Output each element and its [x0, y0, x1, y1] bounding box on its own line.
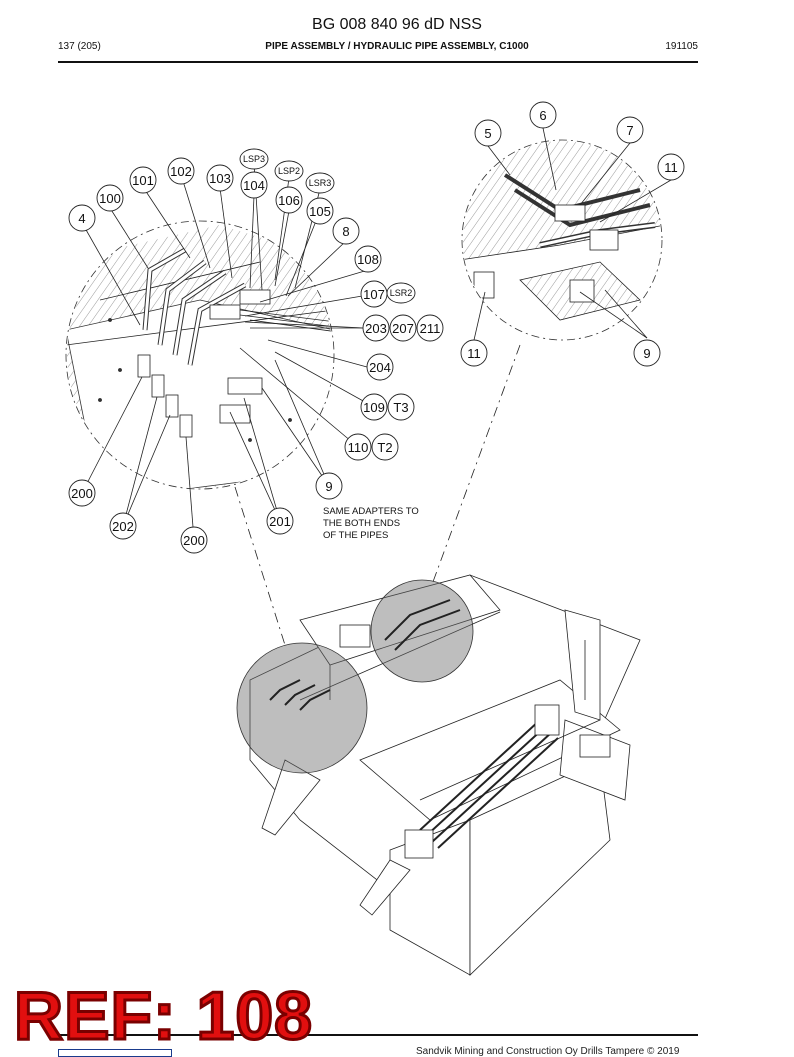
- company-logo: [58, 1049, 172, 1057]
- callout-lsp3: LSP3: [243, 154, 265, 164]
- callout-5: 5: [484, 126, 491, 141]
- footer-copyright: Sandvik Mining and Construction Oy Drill…: [416, 1046, 680, 1057]
- note-line-3: OF THE PIPES: [323, 530, 388, 541]
- section-title: PIPE ASSEMBLY / HYDRAULIC PIPE ASSEMBLY,…: [265, 41, 529, 52]
- callout-108: 108: [357, 252, 379, 267]
- callout-labels: 4 100 101 102 103 104 106 105 8 108 107 …: [71, 108, 678, 548]
- callout-109: 109: [363, 400, 385, 415]
- right-detail-view: [461, 139, 663, 341]
- note-line-2: THE BOTH ENDS: [323, 518, 400, 529]
- page-number: 137 (205): [58, 41, 101, 52]
- reference-stamp: REF: 108: [13, 978, 314, 1054]
- callout-202: 202: [112, 519, 134, 534]
- callout-105: 105: [309, 204, 331, 219]
- callout-103: 103: [209, 171, 231, 186]
- callout-110: 110: [348, 440, 369, 455]
- callout-6: 6: [539, 108, 546, 123]
- left-detail-view: [65, 220, 335, 490]
- small-callout-labels: LSP3 LSP2 LSR3 LSR2: [243, 154, 412, 298]
- callout-11-b: 11: [467, 346, 481, 361]
- callout-201: 201: [269, 514, 291, 529]
- callout-104: 104: [243, 178, 265, 193]
- adapter-note: SAME ADAPTERS TO THE BOTH ENDS OF THE PI…: [323, 506, 419, 541]
- callout-9: 9: [325, 479, 332, 494]
- callouts: [68, 101, 685, 554]
- callout-t3: T3: [393, 400, 408, 415]
- header-rule: [58, 61, 698, 63]
- callout-211: 211: [420, 321, 441, 336]
- callout-8: 8: [342, 224, 349, 239]
- callout-101: 101: [132, 173, 154, 188]
- callout-203: 203: [365, 321, 387, 336]
- callout-207: 207: [392, 321, 414, 336]
- callout-7: 7: [626, 123, 633, 138]
- callout-11: 11: [664, 160, 678, 175]
- callout-102: 102: [170, 164, 192, 179]
- main-assembly-view: [236, 574, 641, 976]
- document-date: 191105: [665, 41, 698, 52]
- callout-t2: T2: [377, 440, 392, 455]
- leader-lines: [81, 127, 672, 541]
- callout-lsp2: LSP2: [278, 166, 300, 176]
- callout-9-b: 9: [643, 346, 650, 361]
- callout-200: 200: [71, 486, 93, 501]
- callout-204: 204: [369, 360, 391, 375]
- callout-200-b: 200: [183, 533, 205, 548]
- callout-lsr3: LSR3: [309, 178, 332, 188]
- note-line-1: SAME ADAPTERS TO: [323, 506, 419, 517]
- document-title: BG 008 840 96 dD NSS: [312, 16, 482, 33]
- callout-106: 106: [278, 193, 300, 208]
- callout-lsr2: LSR2: [390, 288, 413, 298]
- footer-rule: [58, 1034, 698, 1036]
- callout-100: 100: [99, 191, 121, 206]
- callout-4: 4: [78, 211, 85, 226]
- callout-107: 107: [363, 287, 385, 302]
